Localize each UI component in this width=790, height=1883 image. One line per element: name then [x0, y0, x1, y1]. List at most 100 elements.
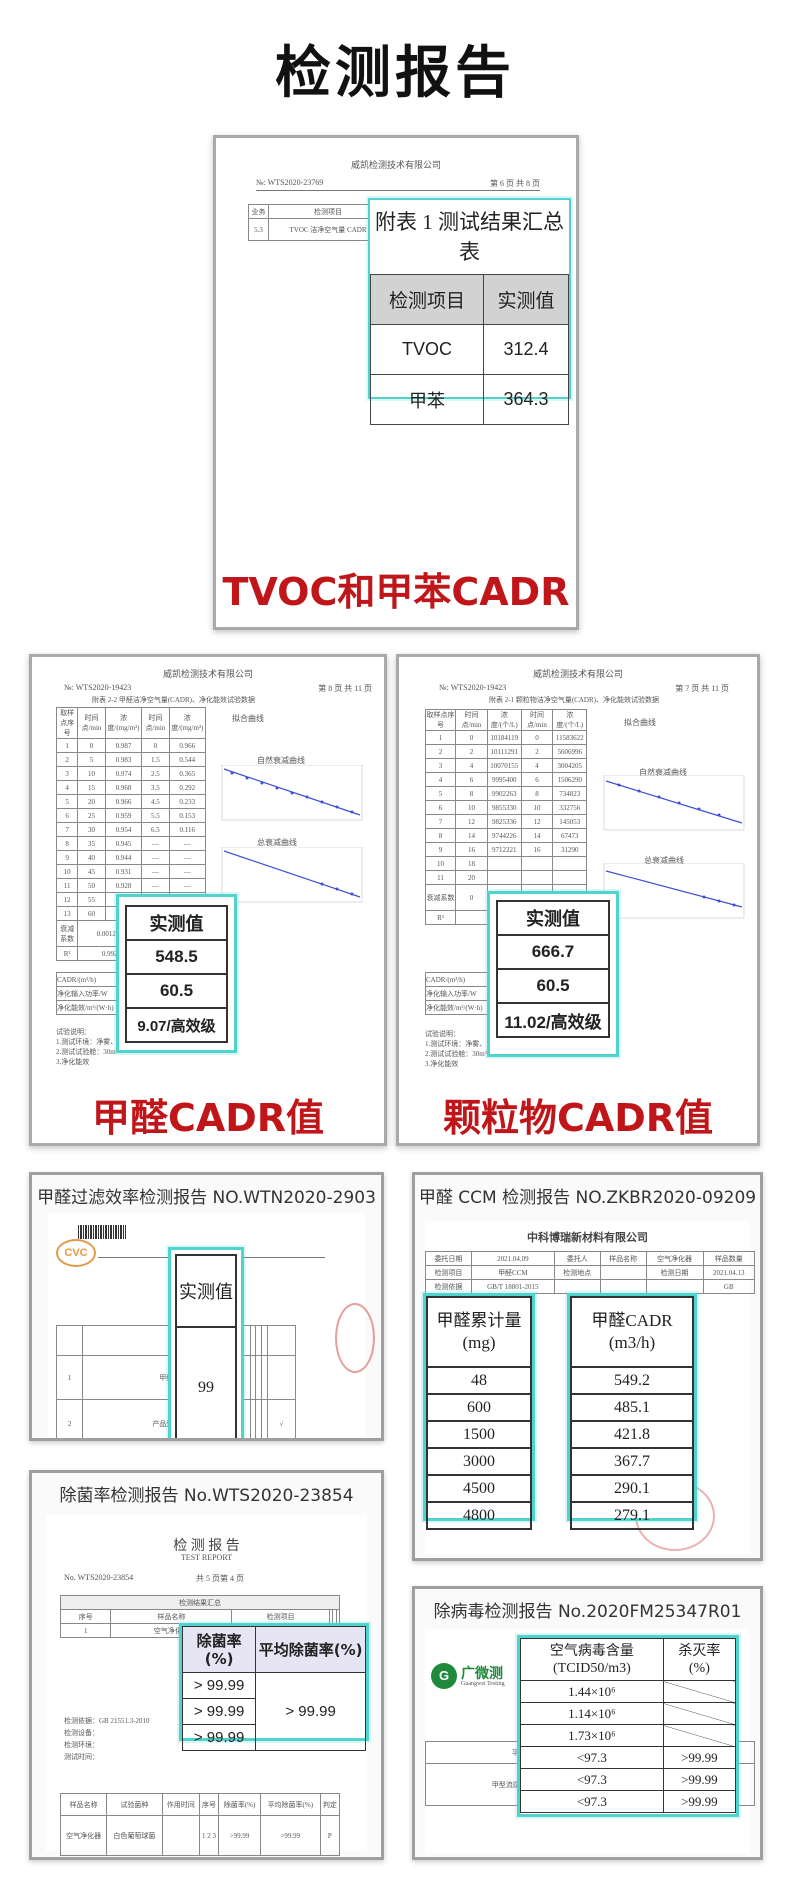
slash-cell: [662, 1680, 737, 1703]
decay-chart-1: [603, 775, 745, 831]
report-subtitle: TEST REPORT: [180, 1553, 233, 1562]
summary-cell: 364.3: [482, 374, 570, 425]
divider: [256, 190, 540, 191]
ccm-cell: 600: [426, 1393, 532, 1422]
caption-tvoc: TVOC和甲苯CADR: [222, 570, 570, 614]
bacteria-table: 除菌率(%) 平均除菌率(%) > 99.99 > 99.99 > 99.99 …: [181, 1626, 366, 1751]
report-page: 共 5 页第 4 页: [196, 1574, 244, 1583]
chart2-title: 总衰减曲线: [644, 856, 684, 865]
header-line: 甲醛CADR: [591, 1311, 673, 1330]
card-title: 除菌率检测报告 No.WTS2020-23854: [59, 1486, 354, 1506]
measured-value: 99: [175, 1326, 237, 1438]
ccm-cell: 367.7: [570, 1447, 694, 1476]
virus-cell: <97.3: [520, 1746, 664, 1769]
header-kill: 杀灭率(%): [662, 1638, 737, 1681]
card-title: 甲醛 CCM 检测报告 NO.ZKBR2020-09209: [418, 1188, 757, 1208]
header-avg: 平均除菌率(%): [255, 1626, 366, 1673]
count-cell: 1.73×10⁶: [520, 1724, 664, 1747]
avg-cell: > 99.99: [255, 1672, 366, 1751]
slash-cell: [662, 1702, 737, 1725]
header-line: 杀灭率: [678, 1643, 721, 1659]
decay-chart-2: [221, 847, 363, 903]
chart1-title: 自然衰减曲线: [257, 756, 305, 765]
cvc-logo: CVC: [56, 1239, 96, 1267]
measured-value: 666.7: [496, 934, 610, 970]
ccm-cell: 3000: [426, 1447, 532, 1476]
measured-panel: 实测值 548.5 60.5 9.07/高效级: [116, 894, 237, 1053]
card-title: 甲醛过滤效率检测报告 NO.WTN2020-2903: [37, 1188, 376, 1208]
count-cell: 1.44×10⁶: [520, 1680, 664, 1703]
ccm-cell: 549.2: [570, 1366, 694, 1395]
summary-cell: 312.4: [482, 324, 570, 375]
bacteria-panel: 除菌率(%) 平均除菌率(%) > 99.99 > 99.99 > 99.99 …: [179, 1623, 369, 1751]
ccm-left-panel: 甲醛累计量(mg) 48 600 1500 3000 4500 4800: [423, 1293, 535, 1530]
virus-cell: >99.99: [662, 1790, 737, 1813]
decay-chart-1: [221, 765, 363, 821]
measured-value: 60.5: [125, 973, 228, 1009]
chart-header: 拟合曲线: [624, 718, 656, 727]
chart2-title: 总衰减曲线: [257, 838, 297, 847]
report-formaldehyde-card: 威凯检测技术有限公司 №: WTS2020-19423 第 8 页 共 11 页…: [29, 654, 387, 1146]
ccm-right-table: 甲醛CADR (m3/h) 549.2 485.1 421.8 367.7 290…: [570, 1296, 694, 1530]
measured-value: 60.5: [496, 968, 610, 1004]
virus-table: 空气病毒含量(TCID50/m3) 杀灭率(%) 1.44×10⁶ 1.14×1…: [520, 1638, 737, 1813]
header-count: 空气病毒含量(TCID50/m3): [520, 1638, 664, 1681]
card-title: 除病毒检测报告 No.2020FM25347R01: [433, 1602, 742, 1622]
measured-value: 548.5: [125, 939, 228, 975]
report-tvoc-card: 威凯检测技术有限公司 №: WTS2020-23769 第 6 页 共 8 页 …: [213, 135, 579, 630]
ccm-cell: 485.1: [570, 1393, 694, 1422]
summary-header-item: 检测项目: [370, 274, 484, 325]
measured-table: 实测值 99: [175, 1254, 237, 1438]
company-name: 中科博瑞新材料有限公司: [527, 1232, 648, 1244]
report-page: 第 6 页 共 8 页: [490, 179, 540, 188]
header-rate: 除菌率(%): [181, 1626, 257, 1673]
virus-cell: >99.99: [662, 1768, 737, 1791]
barcode: [78, 1225, 126, 1239]
report-number: №: WTS2020-19423: [64, 683, 132, 692]
measured-header: 实测值: [175, 1254, 237, 1328]
slash-cell: [662, 1724, 737, 1747]
measured-value: 9.07/高效级: [125, 1007, 228, 1043]
card-virus: 除病毒检测报告 No.2020FM25347R01 G 广微测 Guangwei…: [412, 1586, 763, 1860]
ccm-cell: 421.8: [570, 1420, 694, 1449]
header-unit: (m3/h): [608, 1333, 656, 1352]
page-title: 检测报告: [275, 41, 515, 106]
logo-subtitle: Guangwei Testing: [461, 1681, 505, 1687]
ccm-cell: 290.1: [570, 1474, 694, 1503]
report-page: 第 7 页 共 11 页: [675, 684, 729, 693]
report-number: No. WTS2020-23854: [64, 1573, 134, 1582]
measured-panel: 实测值 666.7 60.5 11.02/高效级: [487, 891, 619, 1057]
virus-panel: 空气病毒含量(TCID50/m3) 杀灭率(%) 1.44×10⁶ 1.14×1…: [517, 1635, 739, 1817]
caption-particulate: 颗粒物CADR值: [442, 1096, 714, 1140]
card-ccm: 甲醛 CCM 检测报告 NO.ZKBR2020-09209 中科博瑞新材料有限公…: [412, 1172, 763, 1561]
report-particulate-card: 威凯检测技术有限公司 №: WTS2020-19423 第 7 页 共 11 页…: [396, 654, 760, 1146]
table-subtitle: 附表 2-1 颗粒物洁净空气量(CADR)、净化能效试验数据: [489, 696, 659, 704]
red-stamp: [335, 1303, 375, 1373]
header-line: 甲醛累计量: [436, 1311, 522, 1330]
table-subtitle: 附表 2-2 甲醛洁净空气量(CADR)、净化能效试验数据: [92, 696, 255, 704]
rate-cell: > 99.99: [181, 1672, 257, 1699]
chart-points: [230, 771, 354, 814]
decay-chart-2: [603, 863, 745, 919]
logo-text: 广微测: [461, 1666, 503, 1682]
bg-table-2: 样品名称试验菌种作用时间序号除菌率(%)平均除菌率(%)判定 空气净化器白色葡萄…: [59, 1793, 341, 1856]
header-line: 空气病毒含量: [549, 1643, 634, 1659]
chart-header: 拟合曲线: [232, 714, 264, 723]
count-cell: 1.14×10⁶: [520, 1702, 664, 1725]
ccm-right-panel: 甲醛CADR (m3/h) 549.2 485.1 421.8 367.7 290…: [567, 1293, 697, 1530]
report-company: 威凯检测技术有限公司: [162, 669, 253, 679]
report-number: №: WTS2020-19423: [439, 683, 507, 692]
ccm-cell: 1500: [426, 1420, 532, 1449]
summary-header-value: 实测值: [482, 274, 570, 325]
chart1-title: 自然衰减曲线: [639, 768, 687, 777]
ccm-cell: 279.1: [570, 1501, 694, 1530]
col-no: 业务: [248, 204, 269, 219]
measured-table: 实测值 548.5 60.5 9.07/高效级: [125, 905, 228, 1043]
report-page: 第 8 页 共 11 页: [318, 684, 372, 693]
summary-panel: 附表 1 测试结果汇总表 检测项目 实测值 TVOC 312.4 甲苯 364.…: [368, 198, 571, 425]
report-company: 威凯检测技术有限公司: [350, 160, 441, 170]
row-item: TVOC 洁净空气量 CADR: [268, 218, 388, 241]
